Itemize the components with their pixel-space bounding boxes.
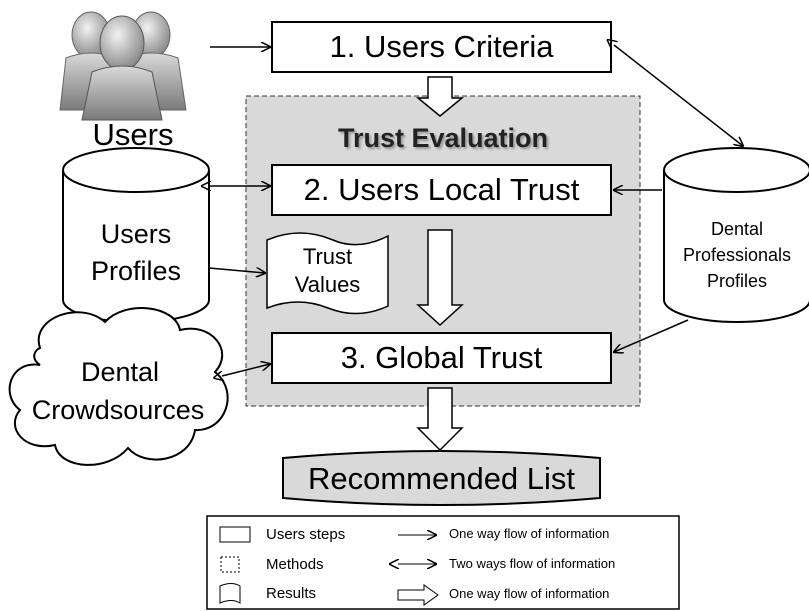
- legend-users-steps-symbol: [219, 526, 251, 543]
- global-trust-box: [271, 332, 612, 384]
- users-profiles-label-line2: Profiles: [90, 256, 182, 286]
- dental-professionals-label-line3: Profiles: [706, 271, 768, 291]
- users-profiles-cylinder: [62, 147, 210, 323]
- arrow-professionals-to-global-trust: [614, 319, 689, 352]
- legend-results-label: Results: [266, 585, 317, 602]
- arrow-criteria-professionals: [614, 45, 743, 146]
- step-global-trust-label: 3. Global Trust: [340, 340, 543, 375]
- dental-crowdsources-label-line2: Crowdsources: [31, 395, 205, 425]
- trust-values-label-line1: Trust: [302, 244, 353, 269]
- dental-professionals-cylinder: [663, 147, 809, 323]
- dental-crowdsources-label-line1: Dental: [80, 357, 160, 387]
- step-users-local-trust-label: 2. Users Local Trust: [303, 172, 580, 207]
- dental-crowdsources-cloud: [8, 307, 229, 466]
- users-icon: [59, 11, 187, 121]
- recommended-list-label: Recommended List: [307, 461, 576, 496]
- legend-two-ways-label: Two ways flow of information: [449, 556, 616, 571]
- legend-block-arrow: [397, 584, 439, 606]
- legend-one-way-label: One way flow of information: [449, 526, 610, 541]
- trust-values-label-line2: Values: [294, 272, 361, 297]
- dental-professionals-label-line2: Professionals: [682, 245, 792, 265]
- legend-methods-label: Methods: [266, 556, 324, 573]
- legend-methods-symbol: [220, 556, 240, 573]
- recommended-list-shape: [282, 450, 601, 506]
- block-arrow-global-to-list: [416, 387, 464, 452]
- users-profiles-label-line1: Users: [100, 219, 172, 249]
- step-users-criteria-label: 1. Users Criteria: [329, 29, 554, 64]
- users-label: Users: [92, 117, 174, 152]
- block-arrow-criteria-to-evaluation: [415, 76, 465, 117]
- legend-box: [206, 515, 680, 610]
- arrow-crowdsources-global-trust: [222, 364, 270, 376]
- users-local-trust-box: [271, 164, 612, 216]
- legend-one-way-big-label: One way flow of information: [449, 586, 610, 601]
- legend-results-symbol: [219, 583, 241, 604]
- trust-evaluation-title: Trust Evaluation: [337, 123, 549, 153]
- legend-users-steps-label: Users steps: [266, 526, 346, 543]
- trust-values-document: [266, 232, 389, 315]
- arrow-profiles-to-trust-values: [208, 268, 265, 273]
- block-arrow-local-to-global: [416, 229, 464, 327]
- dental-professionals-label-line1: Dental: [710, 219, 764, 239]
